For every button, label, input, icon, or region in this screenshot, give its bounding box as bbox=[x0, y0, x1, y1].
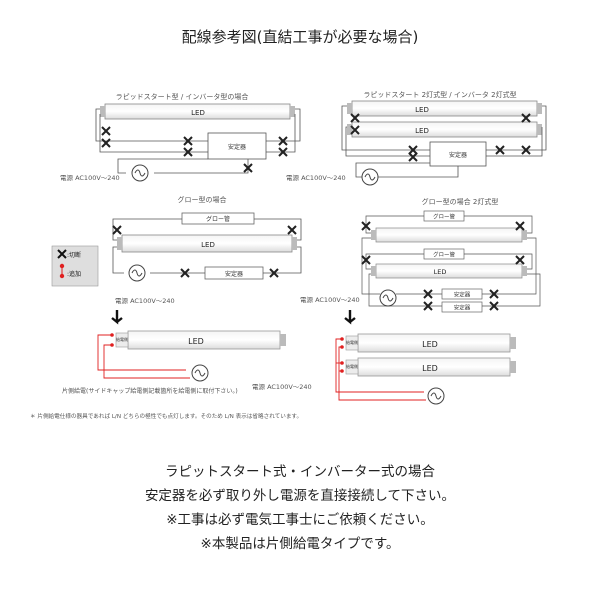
ballast-label: 安定器 bbox=[225, 270, 243, 278]
panel-single-feed: 給電側 LED 片側給電(サイドキャップ給電側記載箇所を給電側に取付下さい。) bbox=[62, 310, 286, 395]
instruction-line-1: ラピットスタート式・インバーター式の場合 bbox=[165, 464, 435, 480]
tube bbox=[127, 330, 281, 350]
led-label: LED bbox=[422, 340, 438, 349]
feed-cap bbox=[115, 332, 129, 348]
power-label: 電源 AC100V～240 bbox=[60, 173, 120, 182]
panel-rapid-single: ラピッドスタート型 / インバータ型の場合 LED 安定器 電源 AC100V～… bbox=[60, 92, 301, 182]
ballast-box bbox=[207, 132, 267, 160]
cap-label: 給電側 bbox=[346, 339, 358, 345]
panel-rapid-double: ラピッドスタート 2灯式型 / インバータ 2灯式型 LED LED 安定器 電… bbox=[286, 90, 547, 186]
end-cap bbox=[100, 106, 105, 117]
legend-add-label: :追加 bbox=[67, 270, 81, 278]
panel-single-feed-double: 給電側 LED 給電側 LED 電源 AC100V～240 bbox=[252, 310, 516, 405]
led-label: LED bbox=[415, 127, 429, 135]
cap-label: 給電側 bbox=[116, 336, 128, 342]
legend: :切断 :追加 bbox=[51, 245, 99, 287]
instruction-line-2: 安定器を必ず取り外し電源を直接接続して下さい。 bbox=[144, 488, 456, 504]
glow-tube-box bbox=[181, 212, 255, 225]
panel-glow-double: グロー型の場合 2灯式型 グロー管 グロー管 LED 安定器 安定器 電 bbox=[300, 197, 541, 313]
led-label: LED bbox=[188, 337, 204, 346]
single-side-note: 片側給電(サイドキャップ給電側記載箇所を給電側に取付下さい。) bbox=[62, 387, 238, 395]
led-label: LED bbox=[191, 109, 205, 117]
end-cap bbox=[290, 106, 295, 117]
page-title: 配線参考図(直結工事が必要な場合) bbox=[181, 28, 419, 46]
led-label: LED bbox=[201, 241, 215, 249]
power-label: 電源 AC100V～240 bbox=[252, 382, 312, 391]
glow-tube-label: グロー管 bbox=[433, 251, 456, 259]
instruction-line-4: ※本製品は片側給電タイプです。 bbox=[200, 536, 400, 552]
ballast-label: 安定器 bbox=[449, 151, 467, 159]
cap-label: 給電側 bbox=[346, 363, 358, 369]
panel-glow-single-label: グロー型の場合 bbox=[178, 195, 227, 204]
glow-tube-label: グロー管 bbox=[206, 215, 230, 223]
ballast-box bbox=[429, 141, 487, 167]
panel-rapid-double-label: ラピッドスタート 2灯式型 / インバータ 2灯式型 bbox=[363, 90, 516, 99]
power-label: 電源 AC100V～240 bbox=[286, 173, 346, 182]
ballast-label: 安定器 bbox=[454, 304, 471, 312]
feed-arrow-icon bbox=[111, 310, 123, 325]
led-label: LED bbox=[434, 268, 447, 276]
tube bbox=[351, 100, 538, 117]
glow-tube-label: グロー管 bbox=[433, 213, 456, 221]
led-label: LED bbox=[415, 106, 429, 114]
instruction-line-3: ※工事は必ず電気工事士にご依頼ください。 bbox=[166, 512, 434, 528]
legend-add-dot bbox=[59, 263, 65, 269]
led-label: LED bbox=[422, 364, 438, 373]
panel-glow-double-label: グロー型の場合 2灯式型 bbox=[422, 197, 499, 206]
tube bbox=[351, 121, 538, 138]
panel-rapid-single-label: ラピッドスタート型 / インバータ型の場合 bbox=[116, 92, 249, 101]
ballast-label: 安定器 bbox=[454, 291, 471, 299]
feed-arrow-icon bbox=[344, 310, 356, 325]
ballast-label: 安定器 bbox=[228, 143, 246, 151]
footnote: ＊ 片側給電仕様の器具であれば L/N どちらの極性でも点灯します。そのため L… bbox=[30, 412, 302, 420]
power-label: 電源 AC100V～240 bbox=[300, 295, 360, 304]
panel-glow-single: グロー型の場合 グロー管 LED 安定器 電源 AC100V～240 bbox=[112, 195, 302, 305]
power-label: 電源 AC100V～240 bbox=[115, 296, 175, 305]
legend-cut-label: :切断 bbox=[67, 251, 81, 259]
